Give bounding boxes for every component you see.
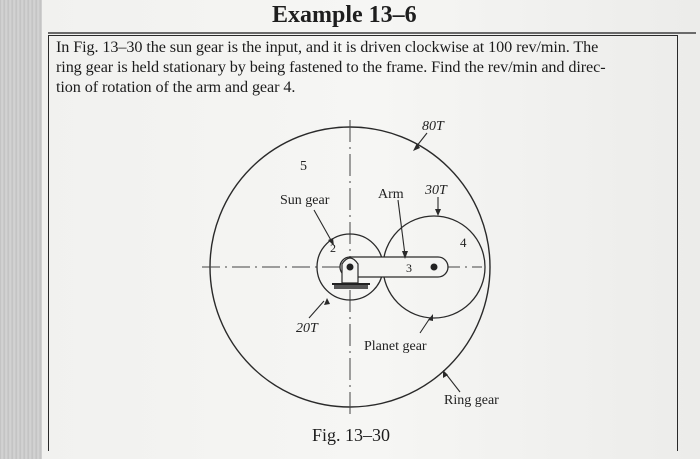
arrowhead [413, 143, 420, 151]
planet-teeth-label: 30T [424, 183, 448, 198]
problem-statement: In Fig. 13–30 the sun gear is the input,… [56, 37, 676, 97]
example-title: Example 13–6 [272, 2, 417, 28]
sun-gear-label: Sun gear [280, 193, 330, 208]
example-frame [48, 35, 678, 451]
arm-link [339, 256, 449, 278]
problem-line: tion of rotation of the arm and gear 4. [56, 78, 296, 96]
arm-leader [397, 199, 406, 256]
arrowhead [402, 251, 408, 259]
ring-gear-label: Ring gear [444, 393, 499, 408]
sun-center-pin [346, 263, 354, 271]
textbook-page: Example 13–6 In Fig. 13–30 the sun gear … [42, 0, 700, 459]
sun-teeth-label: 20T [296, 321, 319, 336]
sun-gear-leader [313, 209, 333, 243]
problem-line: ring gear is held stationary by being fa… [56, 58, 606, 76]
ring-teeth-label: 80T [422, 119, 445, 134]
arrowhead [428, 314, 433, 321]
page-edge-shadow [0, 0, 42, 459]
title-divider [48, 32, 696, 34]
problem-line: In Fig. 13–30 the sun gear is the input,… [56, 38, 599, 56]
figure-caption: Fig. 13–30 [312, 425, 391, 445]
planet-center-pin [430, 263, 438, 271]
gear-train-figure: 80T 5 Sun gear Arm 30T 4 2 3 20T Planet … [202, 119, 499, 415]
arm-label: Arm [378, 187, 404, 202]
arrowhead [328, 238, 334, 246]
ground-hatch [334, 285, 368, 289]
ring-gear-leader [445, 373, 461, 393]
arrowhead [324, 298, 330, 305]
part-5-label: 5 [300, 159, 307, 174]
sun-teeth-leader [308, 300, 325, 319]
planet-gear-leader [419, 317, 431, 334]
planet-gear-label: Planet gear [364, 339, 427, 354]
part-3-label: 3 [406, 261, 412, 275]
arrowhead [435, 209, 441, 216]
part-2-label: 2 [330, 241, 336, 255]
part-4-label: 4 [460, 235, 467, 250]
arrowhead [443, 370, 448, 378]
